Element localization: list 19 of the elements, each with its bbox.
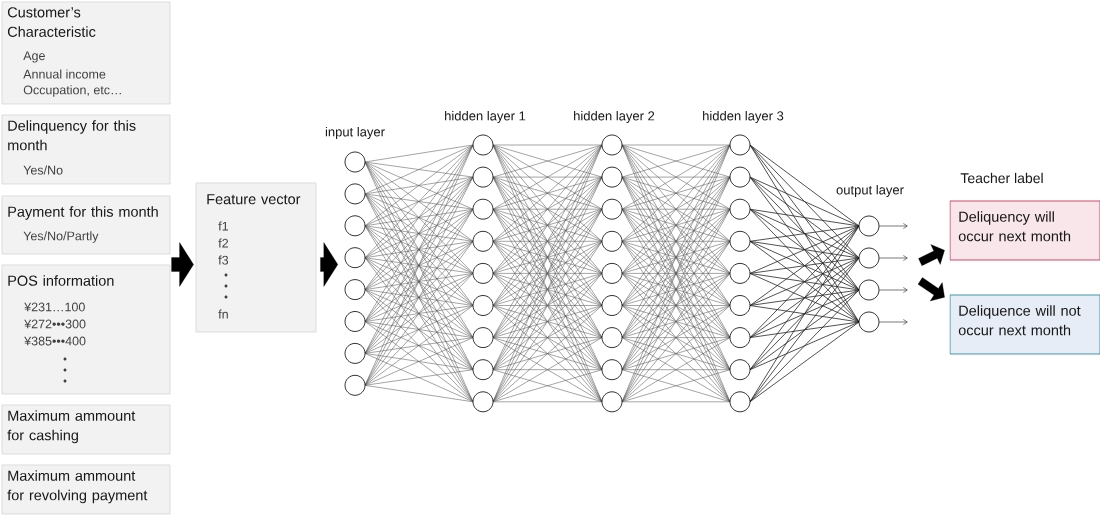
- layer-label: output layer: [836, 184, 904, 198]
- input-feature-box: POS information ¥231…100 ¥272•••300 ¥385•••400: [1, 264, 171, 395]
- block-arrow: [918, 244, 945, 266]
- layer-label: hidden layer 2: [574, 110, 655, 124]
- layer-label: hidden layer 3: [703, 110, 784, 124]
- feature-vector-box: Feature vector f1 f2 f3 fn: [195, 182, 317, 333]
- block-arrow: [917, 277, 945, 302]
- heading: Teacher label: [960, 172, 1043, 184]
- layer-label: input layer: [325, 126, 385, 140]
- block-arrow: [320, 242, 338, 287]
- input-feature-box: Maximum ammount for cashing: [1, 404, 171, 455]
- layer-label: hidden layer 1: [445, 110, 526, 124]
- input-feature-box: Delinquency for this month Yes/No: [1, 114, 171, 185]
- teacher-label-box: Deliquence will not occur next month: [949, 294, 1100, 355]
- input-feature-box: Maximum ammount for revolving payment: [1, 464, 171, 515]
- teacher-label-box: Deliquency will occur next month: [949, 200, 1100, 261]
- input-feature-box: Customer’s Characteristic Age Annual income Occupation, etc…: [1, 1, 171, 105]
- input-feature-box: Payment for this month Yes/No/Partly: [1, 195, 171, 255]
- block-arrow: [171, 242, 194, 287]
